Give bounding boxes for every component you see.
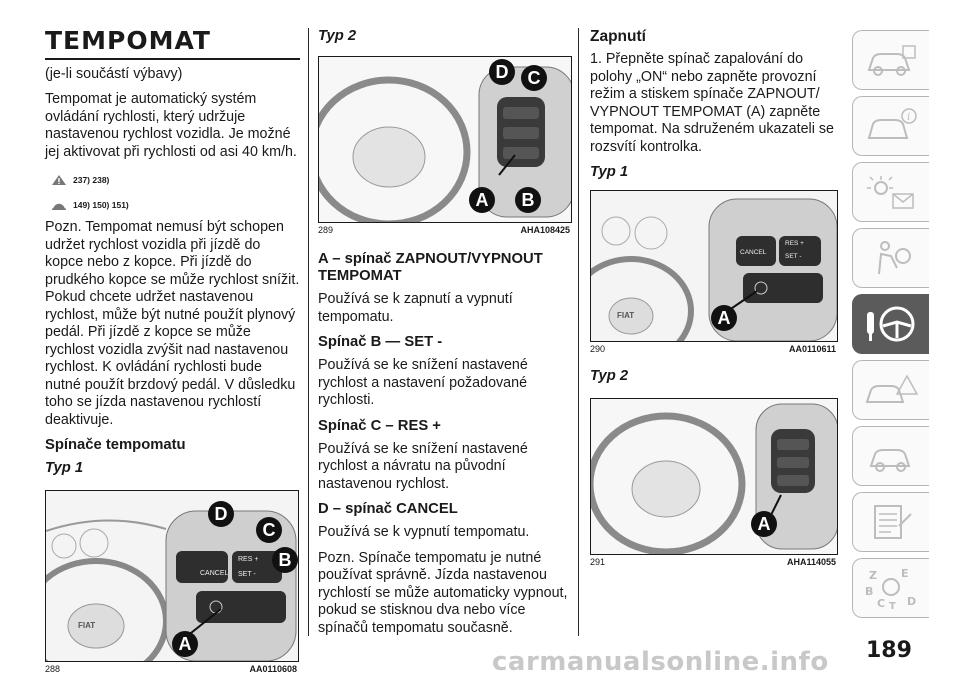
heading-switch-d: D – spínač CANCEL xyxy=(318,501,458,517)
figure-288-caption: 288 AA0110608 xyxy=(45,664,297,674)
figure-290-caption: 290 AA0110611 xyxy=(590,344,836,354)
warning-ref-1: 237) 238) xyxy=(51,169,300,191)
title-rule xyxy=(45,58,300,60)
res-label: RES + xyxy=(238,556,259,563)
text-switch-c: Používá se ke snížení nastavené rychlost… xyxy=(318,440,528,492)
heading-switch-a: A – spínač ZAPNOUT/VYPNOUT TEMPOMAT xyxy=(318,251,543,284)
chapter-tab-7[interactable] xyxy=(852,426,929,486)
fiat-logo: FIAT xyxy=(617,311,635,320)
tab-letter-d: D xyxy=(907,595,916,608)
warning-ref-2-text: 149) 150) 151) xyxy=(73,200,129,210)
heading-switch-c: Spínač C – RES + xyxy=(318,417,441,434)
availability-note: (je-li součástí výbavy) xyxy=(45,65,183,82)
section-heading-switches: Spínače tempomatu xyxy=(45,437,186,453)
figure-code: AA0110608 xyxy=(249,664,297,674)
column-3: Zapnutí 1. Přepněte spínač zapalování do… xyxy=(590,28,838,567)
chapter-tab-5-active[interactable] xyxy=(852,294,929,354)
heading-zapnuti: Zapnutí xyxy=(590,28,646,45)
figure-289-caption: 289 AHA108425 xyxy=(318,225,570,235)
document-list-icon xyxy=(874,505,912,539)
badge-a: A xyxy=(172,631,198,657)
badge-a: A xyxy=(751,511,777,537)
svg-text:i: i xyxy=(907,112,910,123)
cancel-label: CANCEL xyxy=(200,570,229,577)
text-switch-d: Používá se k vypnutí tempomatu. xyxy=(318,524,530,540)
chapter-tab-8[interactable] xyxy=(852,492,929,552)
tab-letter-c: C xyxy=(877,597,885,610)
intro-paragraph: Tempomat je automatický systém ovládání … xyxy=(45,91,297,160)
figure-290: CANCEL RES + SET - FIAT A xyxy=(590,190,838,342)
badge-b: B xyxy=(515,187,541,213)
tab-letter-t: T xyxy=(889,601,896,611)
figure-291-caption: 291 AHA114055 xyxy=(590,557,836,567)
badge-d: D xyxy=(208,501,234,527)
warning-ref-1-text: 237) 238) xyxy=(73,175,110,185)
set-label: SET - xyxy=(238,571,256,578)
note-switches: Pozn. Spínače tempomatu je nutné používa… xyxy=(318,549,568,636)
car-info-icon xyxy=(867,45,916,76)
watermark: carmanualsonline.info xyxy=(492,647,829,677)
tab-letter-e: E xyxy=(901,567,909,580)
chapter-tab-6[interactable] xyxy=(852,360,929,420)
warning-ref-2: 149) 150) 151) xyxy=(51,194,300,216)
steering-key-icon xyxy=(867,306,915,342)
badge-b: B xyxy=(272,547,298,573)
figure-291: A xyxy=(590,398,838,555)
car-warning-icon xyxy=(865,374,919,403)
steering-switch-illustration xyxy=(46,491,298,661)
airbag-person-icon xyxy=(878,241,911,275)
figure-number: 289 xyxy=(318,225,334,235)
cancel-label: CANCEL xyxy=(740,249,767,256)
figure-number: 290 xyxy=(590,344,606,354)
chapter-tab-2[interactable]: i xyxy=(852,96,929,156)
column-2: Typ 2 D C A B 289 AHA108425 A – spínač Z… xyxy=(318,28,572,645)
chapter-tab-9[interactable]: Z E B C T D xyxy=(852,558,929,618)
figure-288: CANCEL RES + SET - FIAT D C B A xyxy=(45,490,299,662)
tab-letter-b: B xyxy=(865,585,873,598)
column-divider-2 xyxy=(578,28,579,636)
set-label: SET - xyxy=(785,253,802,260)
text-switch-b: Používá se ke snížení nastavené rychlost… xyxy=(318,357,528,408)
figure-289: D C A B xyxy=(318,56,572,223)
alphabet-index-icon: Z E B C T D xyxy=(865,567,916,611)
page-number: 189 xyxy=(866,638,912,663)
chapter-tab-1[interactable] xyxy=(852,30,929,90)
note-paragraph: Pozn. Tempomat nemusí být schopen udržet… xyxy=(45,219,300,428)
figure-code: AHA108425 xyxy=(520,225,570,235)
badge-c: C xyxy=(256,517,282,543)
text-zapnuti: 1. Přepněte spínač zapalování do polohy … xyxy=(590,51,834,155)
figure-number: 291 xyxy=(590,557,606,567)
type-2-label: Typ 2 xyxy=(318,28,357,44)
column-1: TEMPOMAT (je-li součástí výbavy) Tempoma… xyxy=(45,28,300,674)
chapter-tab-rail: i Z E B C T D xyxy=(852,30,932,624)
light-mail-icon xyxy=(867,176,914,209)
switch-a-illustration-type2 xyxy=(591,399,837,554)
tab-letter-z: Z xyxy=(869,569,877,582)
badge-a: A xyxy=(469,187,495,213)
type-1-label: Typ 1 xyxy=(45,460,84,476)
chapter-tab-4[interactable] xyxy=(852,228,929,288)
text-switch-a: Používá se k zapnutí a vypnutí tempomatu… xyxy=(318,291,513,325)
heading-switch-b: Spínač B — SET - xyxy=(318,334,443,350)
badge-a: A xyxy=(711,305,737,331)
badge-c: C xyxy=(521,65,547,91)
figure-number: 288 xyxy=(45,664,61,674)
column-divider-1 xyxy=(308,28,309,636)
car-service-icon xyxy=(869,449,911,472)
chapter-tab-3[interactable] xyxy=(852,162,929,222)
warning-icon xyxy=(52,203,66,210)
car-safety-icon: i xyxy=(867,108,917,139)
fiat-logo: FIAT xyxy=(78,621,96,630)
figure-code: AA0110611 xyxy=(788,344,836,354)
type-1-label: Typ 1 xyxy=(590,164,629,180)
figure-code: AHA114055 xyxy=(786,557,836,567)
res-label: RES + xyxy=(785,240,804,247)
page-title: TEMPOMAT xyxy=(45,26,211,55)
badge-d: D xyxy=(489,59,515,85)
warning-icon xyxy=(52,175,66,185)
type-2-label: Typ 2 xyxy=(590,368,629,384)
